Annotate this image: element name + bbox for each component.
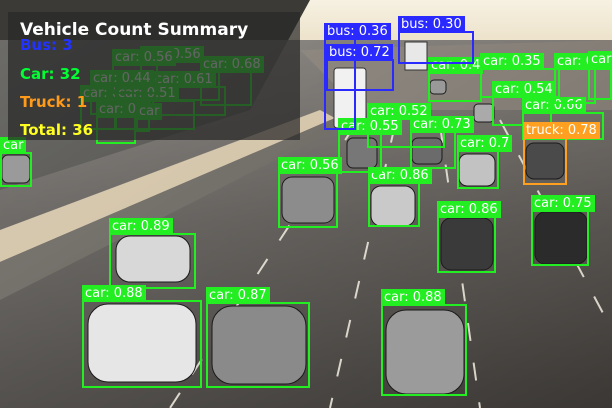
- car-detection-box: car: 0.7: [457, 135, 513, 189]
- bus-detection-label: bus: 0.72: [326, 44, 393, 61]
- car-detection-label: car: 0.73: [410, 116, 474, 133]
- car-detection-box: car: 0.55: [338, 118, 402, 173]
- car-detection-box: car: 0.89: [109, 218, 196, 289]
- car-detection-box: car: 0.35: [480, 53, 560, 98]
- car-detection-box: car: 0.88: [381, 289, 467, 396]
- truck-detection-label: truck: 0.78: [523, 122, 600, 139]
- car-detection-label: car: 0.88: [381, 289, 445, 306]
- car-detection-label: car: 0.54: [492, 81, 556, 98]
- car-detection-label: car: 0.52: [367, 103, 431, 120]
- car-detection-label: car: 0.5: [588, 51, 612, 68]
- car-detection-box: car: 0.86: [437, 201, 501, 273]
- summary-truck-count: Truck: 1: [20, 93, 88, 111]
- car-detection-box: car: 0.52: [367, 103, 445, 148]
- bus-detection-box: bus: 0.72: [326, 44, 394, 91]
- vehicle-count-summary-panel: Vehicle Count Summary Bus: 3 Car: 32 Tru…: [8, 12, 300, 140]
- car-detection-label: car: 0.87: [206, 287, 270, 304]
- car-detection-label: car: 0.4: [428, 57, 484, 74]
- cars: [1, 79, 588, 395]
- car-detection-box: car: 0.88: [82, 285, 202, 388]
- car-detection-box: car: 0.87: [206, 287, 310, 388]
- car-detection-label: car: 0.56: [278, 157, 342, 174]
- car-detection-box: car: 0.86: [368, 167, 432, 227]
- car-detection-box: car: 0.56: [278, 157, 342, 228]
- car-detection-label: car: 0.7: [457, 135, 513, 152]
- car-detection-label: car: 0.66: [522, 97, 586, 114]
- bus-detection-label: bus: 0.36: [324, 23, 391, 40]
- car-detection-label: car: 0.89: [109, 218, 173, 235]
- car-detection-box: car: 0.66: [522, 97, 604, 140]
- bus-detection-label: bus: 0.30: [398, 16, 465, 33]
- bus-detection-box: bus: 0.36: [324, 23, 391, 130]
- truck-detection-box: truck: 0.78: [523, 122, 600, 185]
- summary-title: Vehicle Count Summary: [20, 20, 249, 40]
- summary-total-count: Total: 36: [20, 121, 94, 139]
- car-detection-box: car: [0, 137, 32, 187]
- bus-detection-box: bus: 0.30: [398, 16, 474, 64]
- car-detection-label: car: 0.88: [82, 285, 146, 302]
- car-detection-box: car: 0.75: [531, 195, 595, 266]
- car-detection-label: car: 0.86: [368, 167, 432, 184]
- summary-car-count: Car: 32: [20, 65, 81, 83]
- car-detection-label: car: 0.75: [531, 195, 595, 212]
- car-detection-box: car: 0.4: [428, 57, 484, 102]
- car-detection-label: car: [0, 137, 27, 154]
- car-detection-box: car: 0.5: [588, 51, 612, 100]
- summary-bus-count: Bus: 3: [20, 36, 73, 54]
- car-detection-label: car: 0.35: [480, 53, 544, 70]
- car-detection-label: car: 0.86: [437, 201, 501, 218]
- car-detection-box: car: 0.73: [410, 116, 474, 169]
